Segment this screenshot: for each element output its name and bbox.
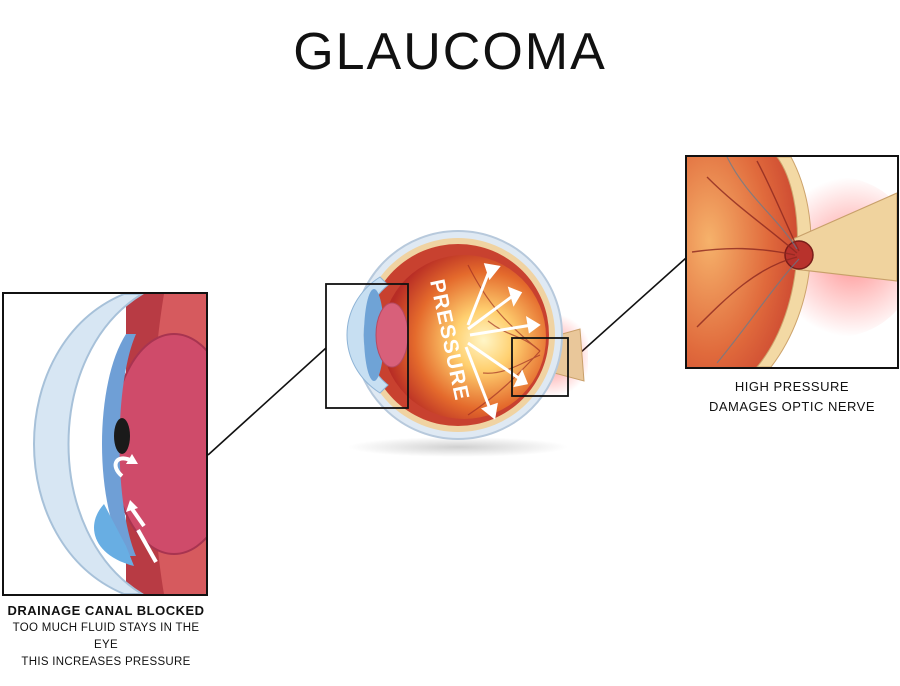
caption-increases-pressure: THIS INCREASES PRESSURE	[21, 656, 191, 668]
eye-shadow	[348, 437, 568, 457]
drainage-angle	[94, 504, 134, 566]
optic-disc	[784, 240, 814, 270]
vessels-zoom	[691, 160, 800, 328]
caption-drainage-blocked: DRAINAGE CANAL BLOCKED	[7, 603, 205, 618]
cornea-zoom	[33, 294, 144, 594]
retinal-vessels	[467, 264, 541, 416]
sclera-zoom	[756, 157, 812, 367]
lens	[375, 302, 409, 368]
drainage-caption: DRAINAGE CANAL BLOCKED TOO MUCH FLUID ST…	[0, 602, 212, 671]
veins-zoom	[716, 157, 800, 364]
leader-line-left	[207, 347, 327, 456]
drainage-illustration	[33, 294, 206, 594]
caption-line-damages: DAMAGES OPTIC NERVE	[708, 399, 875, 414]
optic-nerve-caption: HIGH PRESSURE DAMAGES OPTIC NERVE	[685, 377, 899, 417]
page-title: GLAUCOMA	[293, 23, 607, 81]
caption-too-much-fluid: TOO MUCH FLUID STAYS IN THE EYE	[12, 622, 200, 651]
iris	[364, 289, 384, 381]
caption-line-high-pressure: HIGH PRESSURE	[734, 379, 850, 394]
leader-line-right	[569, 257, 687, 363]
optic-nerve-illustration	[687, 157, 897, 367]
drainage-zoom-panel	[2, 292, 208, 596]
optic-highlight-box	[511, 337, 569, 397]
retina-zoom	[687, 157, 798, 367]
anterior-highlight-box	[325, 283, 409, 409]
optic-nerve-zoom-panel	[685, 155, 899, 369]
pupil-zoom	[114, 418, 130, 454]
eye-cross-section: PRESSURE	[325, 230, 588, 457]
vitreous	[382, 255, 546, 419]
fluid-arrowheads	[126, 454, 138, 512]
